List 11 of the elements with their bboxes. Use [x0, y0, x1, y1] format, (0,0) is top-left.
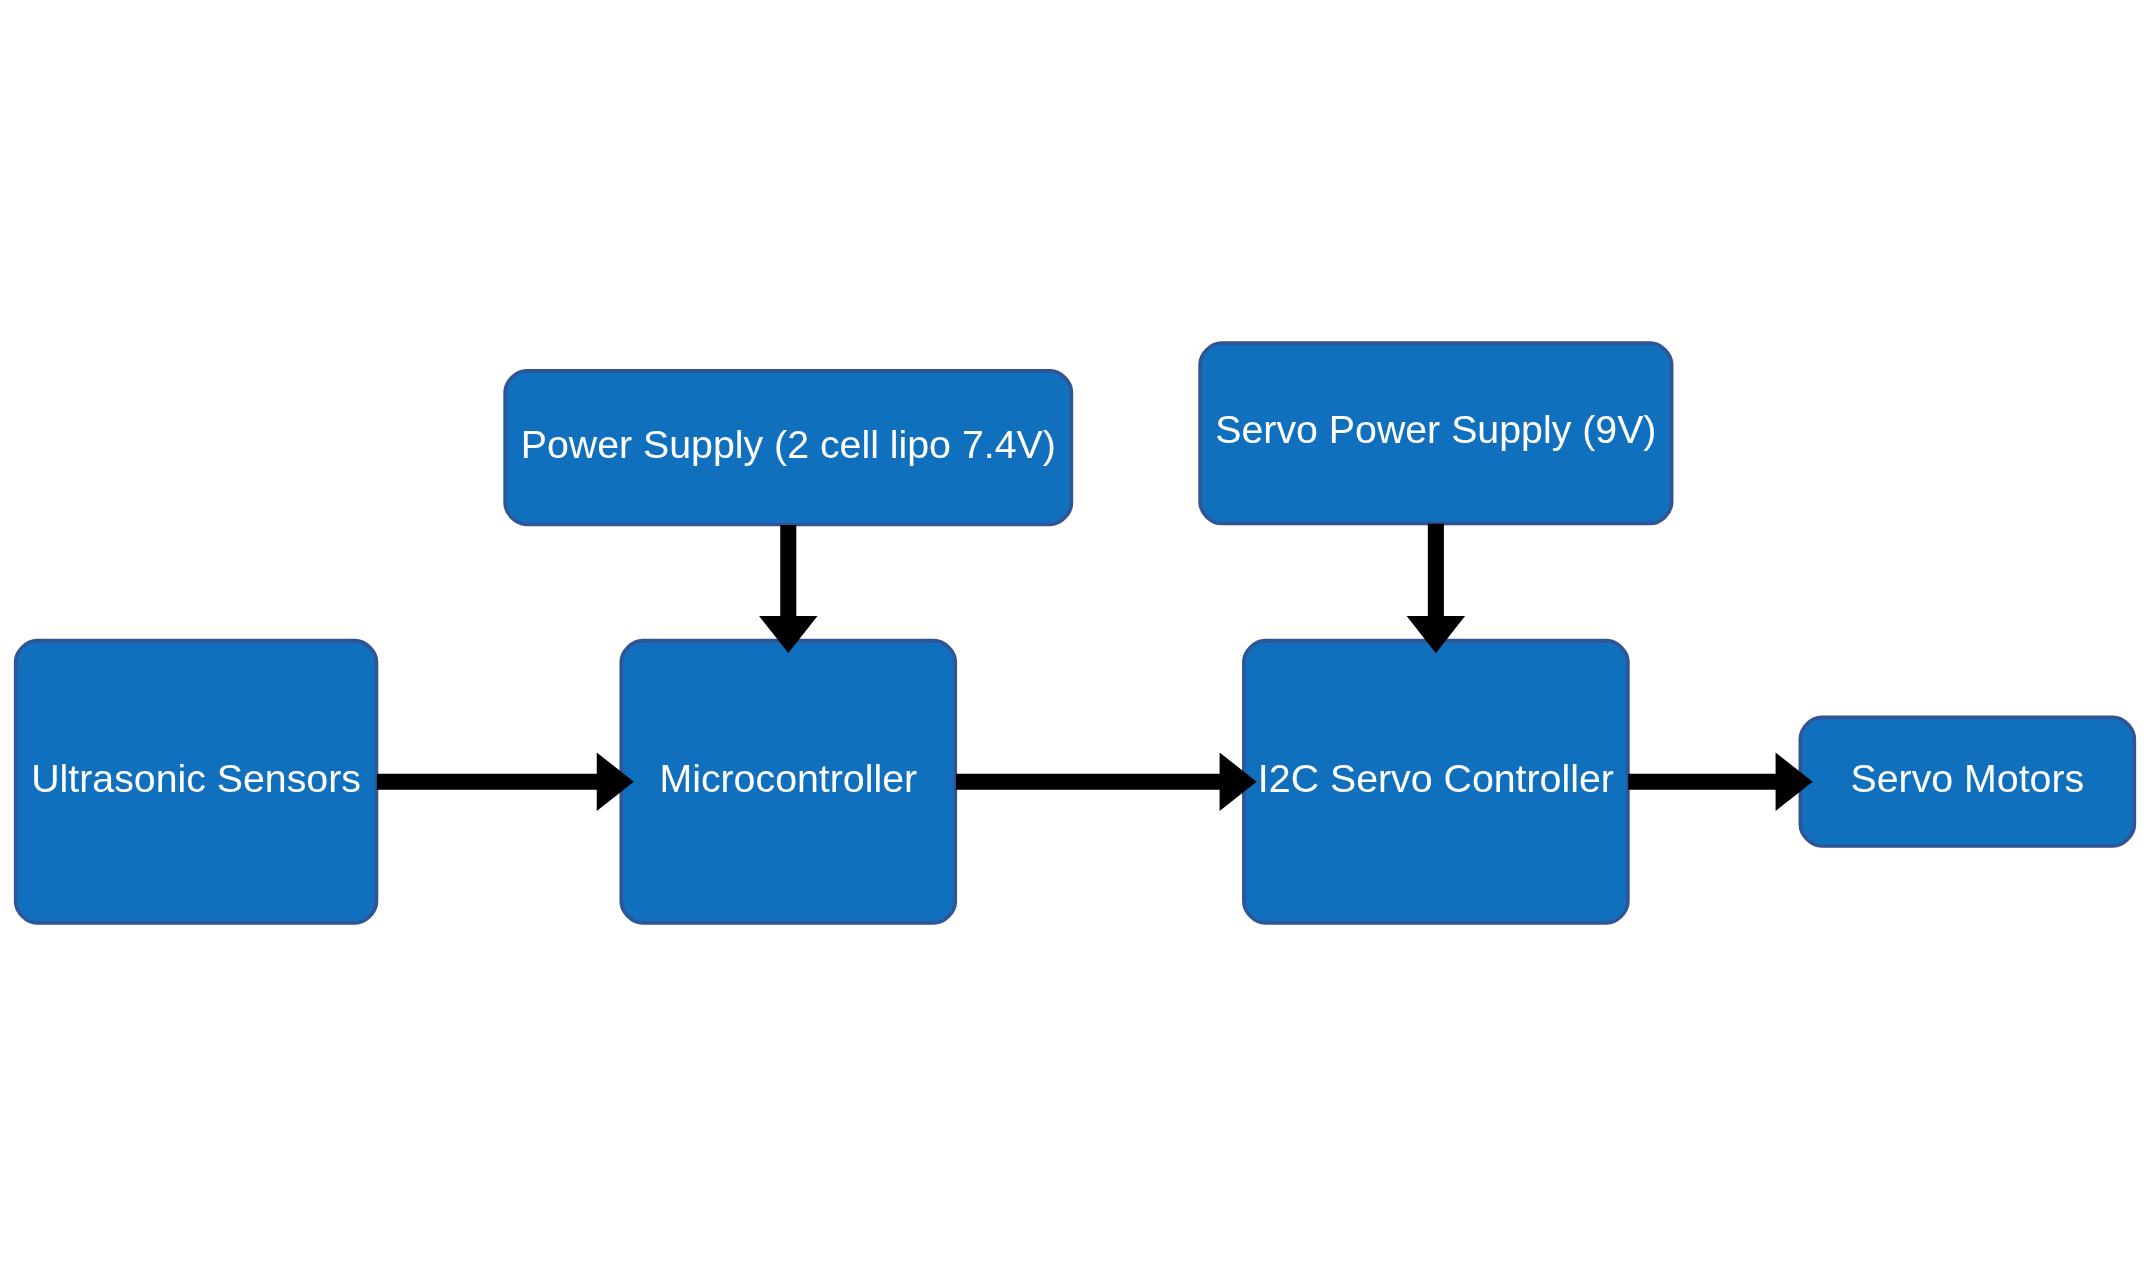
node-box: Ultrasonic Sensors [13, 638, 379, 925]
arrow [376, 752, 634, 811]
arrow [1628, 752, 1813, 811]
node-box: Servo Motors [1798, 715, 2137, 848]
arrow [1406, 523, 1466, 653]
node-box: Servo Power Supply (9V) [1198, 340, 1674, 525]
arrow [955, 752, 1257, 811]
arrow [759, 524, 818, 653]
node-box: Power Supply (2 cell lipo 7.4V) [503, 368, 1074, 526]
node-box: Microcontroller [619, 638, 958, 925]
node-box: I2C Servo Controller [1242, 638, 1630, 925]
